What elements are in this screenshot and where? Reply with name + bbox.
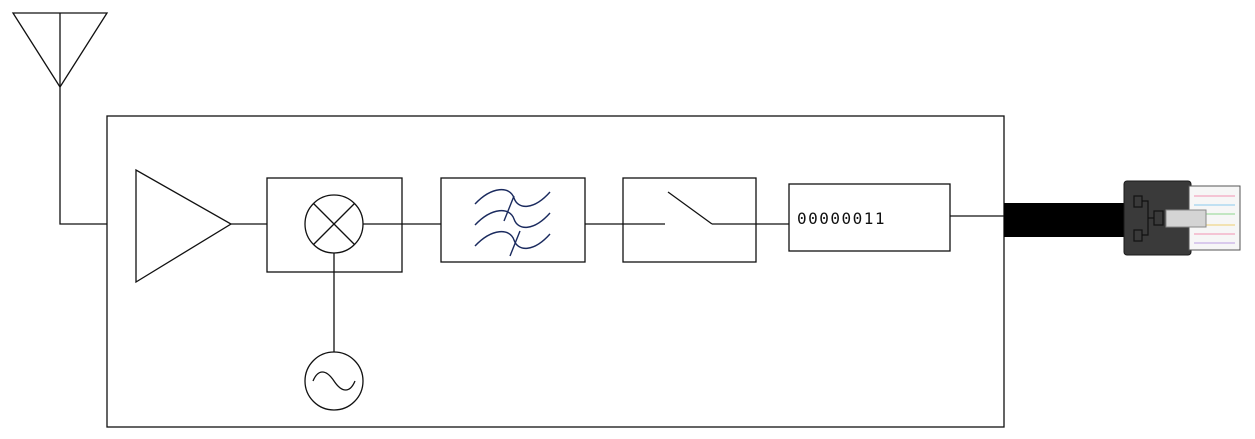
bandpass-filter-icon (474, 189, 551, 257)
bandpass-filter-block (440, 177, 586, 263)
adc-output-block: 00000011 (788, 183, 951, 252)
receiver-enclosure (106, 115, 1005, 428)
adc-output-code: 00000011 (797, 209, 886, 228)
rj45-plug-icon (1123, 180, 1241, 256)
amplifier-triangle-icon (135, 168, 233, 284)
switch-icon (623, 191, 756, 225)
antenna-icon (11, 12, 109, 89)
switch-block (622, 177, 757, 263)
sine-wave-source-icon (304, 351, 364, 411)
network-cable (1004, 203, 1130, 237)
